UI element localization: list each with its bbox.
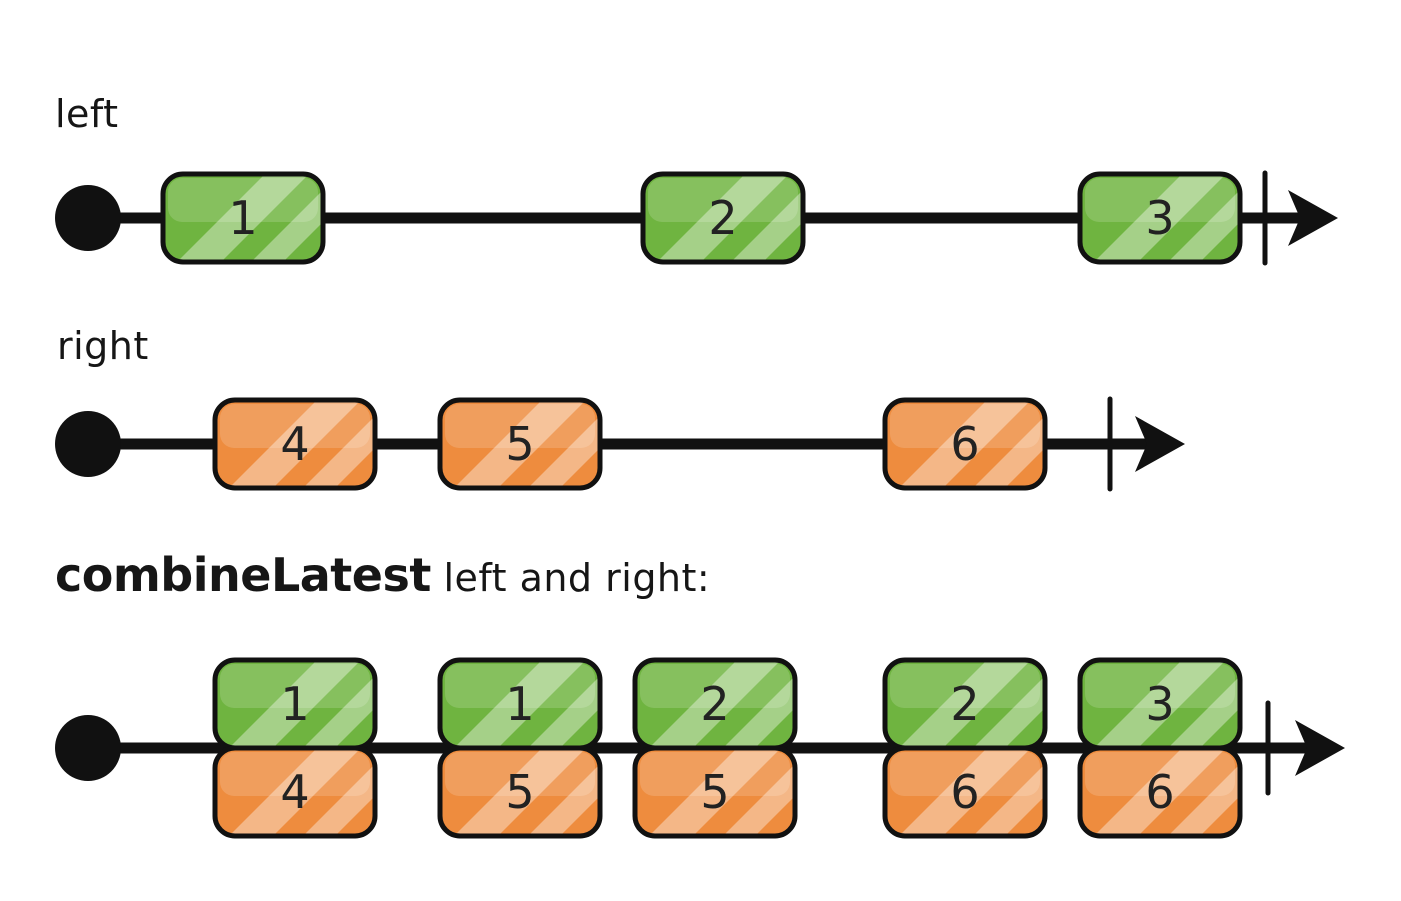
left-stream-label: left bbox=[55, 92, 119, 136]
marble-value: 6 bbox=[950, 765, 979, 819]
marble-outline bbox=[437, 397, 603, 491]
marble-gloss bbox=[445, 400, 600, 488]
origin-dot bbox=[55, 411, 121, 477]
marble-gloss bbox=[648, 174, 803, 262]
arrowhead-icon bbox=[1288, 190, 1338, 246]
marble-value: 3 bbox=[1145, 677, 1174, 731]
marble-value: 5 bbox=[505, 417, 534, 471]
marble-body bbox=[440, 748, 600, 836]
marble-value: 5 bbox=[505, 765, 534, 819]
operator-name: combineLatest bbox=[55, 548, 431, 602]
marble-outline bbox=[1077, 745, 1243, 839]
marble: 4 bbox=[212, 397, 378, 491]
operator-label: combineLatest left and right: bbox=[55, 548, 710, 602]
marble: 1 bbox=[160, 171, 326, 265]
marble-body bbox=[643, 174, 803, 262]
marble: 3 bbox=[1077, 171, 1243, 265]
marble-value: 1 bbox=[280, 677, 309, 731]
marble-pair: 15 bbox=[437, 657, 603, 839]
marble-value: 4 bbox=[280, 765, 309, 819]
marble-outline bbox=[437, 745, 603, 839]
arrowhead-icon bbox=[1135, 416, 1185, 472]
marble-body bbox=[215, 400, 375, 488]
marble-gloss bbox=[168, 174, 323, 262]
marble-value: 1 bbox=[505, 677, 534, 731]
marble-gloss bbox=[1085, 660, 1240, 748]
marble-body bbox=[885, 748, 1045, 836]
marble-pair: 14 bbox=[212, 657, 378, 839]
marble-outline bbox=[882, 745, 1048, 839]
marble-outline bbox=[212, 397, 378, 491]
origin-dot bbox=[55, 715, 121, 781]
marble-value: 5 bbox=[700, 765, 729, 819]
marble-value: 6 bbox=[950, 417, 979, 471]
marble: 6 bbox=[882, 745, 1048, 839]
marble-gloss bbox=[1085, 174, 1240, 262]
marble-body bbox=[885, 400, 1045, 488]
right-stream-label: right bbox=[57, 324, 149, 368]
marble-gloss bbox=[220, 660, 375, 748]
marble-gloss bbox=[890, 748, 1045, 836]
marble-value: 6 bbox=[1145, 765, 1174, 819]
marble-body bbox=[635, 660, 795, 748]
marble-gloss bbox=[220, 748, 375, 836]
marble-value: 3 bbox=[1145, 191, 1174, 245]
marble: 6 bbox=[1077, 745, 1243, 839]
origin-dot bbox=[55, 185, 121, 251]
marble-outline bbox=[882, 397, 1048, 491]
arrowhead-icon bbox=[1295, 720, 1345, 776]
marble-body bbox=[215, 748, 375, 836]
marble-outline bbox=[632, 745, 798, 839]
marble-gloss bbox=[220, 400, 375, 488]
timeline-left: 1 2 3 bbox=[55, 170, 1338, 266]
marble: 2 bbox=[882, 657, 1048, 751]
marble: 5 bbox=[632, 745, 798, 839]
marble-value: 4 bbox=[280, 417, 309, 471]
marble: 1 bbox=[212, 657, 378, 751]
marble-body bbox=[1080, 748, 1240, 836]
marble: 1 bbox=[437, 657, 603, 751]
marble: 2 bbox=[640, 171, 806, 265]
marble-body bbox=[215, 660, 375, 748]
marble: 3 bbox=[1077, 657, 1243, 751]
marble-gloss bbox=[640, 660, 795, 748]
marble-body bbox=[163, 174, 323, 262]
marble-body bbox=[440, 660, 600, 748]
marble-gloss bbox=[640, 748, 795, 836]
marble-gloss bbox=[445, 660, 600, 748]
marble-outline bbox=[160, 171, 326, 265]
marble: 4 bbox=[212, 745, 378, 839]
marble-value: 1 bbox=[228, 191, 257, 245]
marble-gloss bbox=[890, 660, 1045, 748]
marble-gloss bbox=[890, 400, 1045, 488]
marble-outline bbox=[1077, 171, 1243, 265]
marble-gloss bbox=[445, 748, 600, 836]
marble-gloss bbox=[1085, 748, 1240, 836]
marble-pair: 25 bbox=[632, 657, 798, 839]
marble: 6 bbox=[882, 397, 1048, 491]
marble: 5 bbox=[437, 397, 603, 491]
marble: 2 bbox=[632, 657, 798, 751]
marble: 5 bbox=[437, 745, 603, 839]
marble-outline bbox=[212, 745, 378, 839]
marble-outline bbox=[640, 171, 806, 265]
marble-value: 2 bbox=[950, 677, 979, 731]
marble-body bbox=[635, 748, 795, 836]
timeline-right: 4 5 6 bbox=[55, 396, 1185, 492]
marble-body bbox=[1080, 174, 1240, 262]
marble-value: 2 bbox=[700, 677, 729, 731]
marble-body bbox=[885, 660, 1045, 748]
marble-pair: 36 bbox=[1077, 657, 1243, 839]
marble-body bbox=[440, 400, 600, 488]
marble-value: 2 bbox=[708, 191, 737, 245]
marble-pair: 26 bbox=[882, 657, 1048, 839]
marble-body bbox=[1080, 660, 1240, 748]
operator-suffix: left and right: bbox=[430, 556, 711, 600]
